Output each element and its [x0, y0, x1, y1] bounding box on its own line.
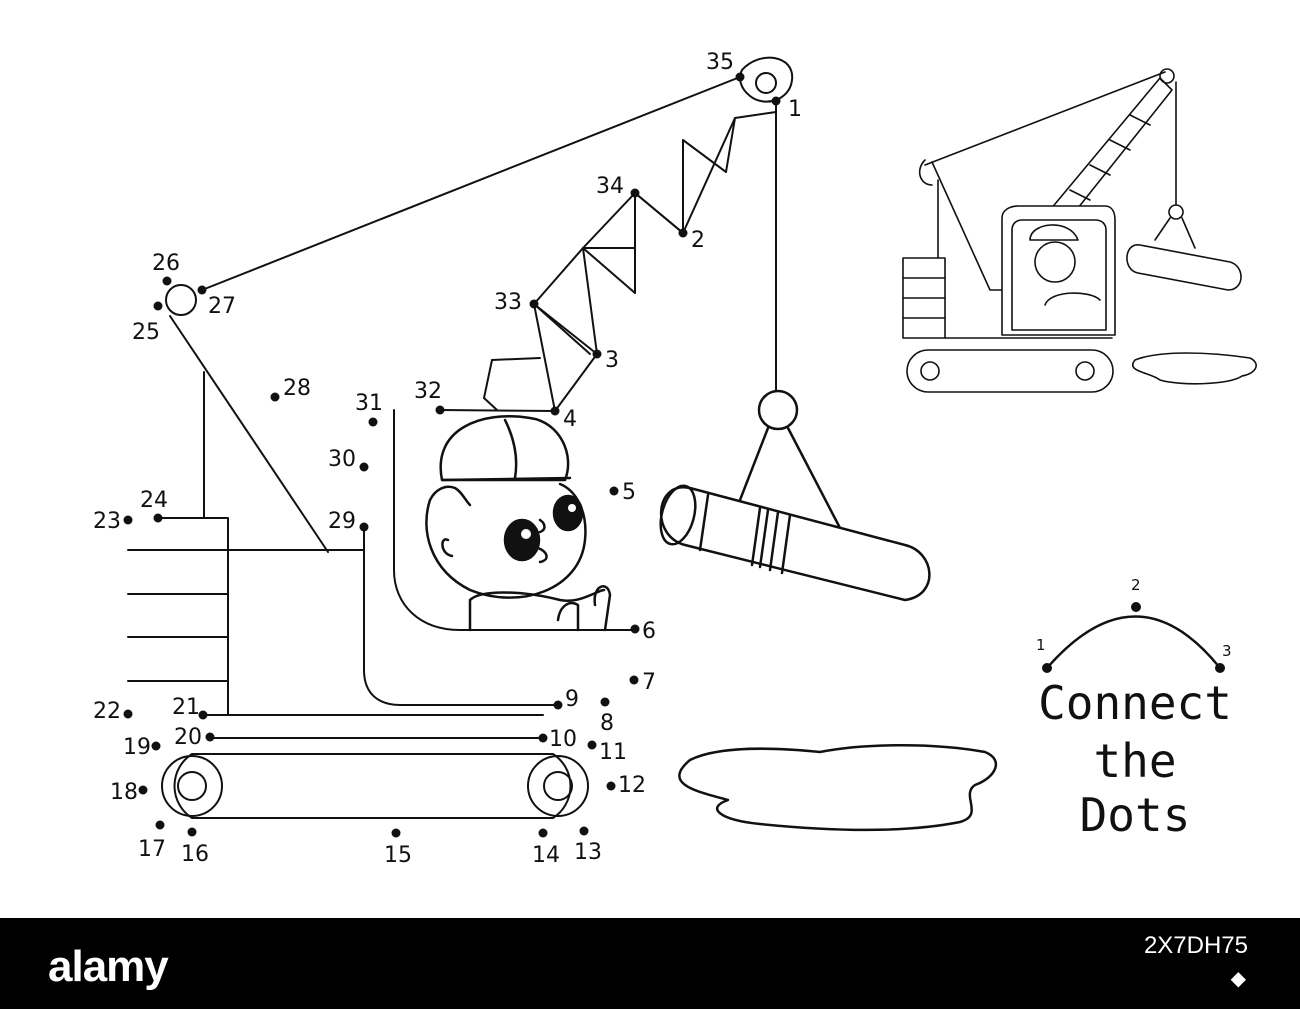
kid-operator-figure	[425, 415, 612, 632]
dot-2	[678, 228, 688, 238]
example-dot-3	[1215, 663, 1225, 673]
dot-label-8: 8	[600, 711, 614, 736]
log-on-hook	[659, 389, 931, 602]
title-connect: Connect	[1038, 676, 1232, 730]
dot-1	[771, 96, 781, 106]
dot-label-28: 28	[283, 376, 311, 401]
dot-label-12: 12	[618, 773, 646, 798]
puzzle-crane-outline	[127, 56, 794, 819]
dot-label-27: 27	[208, 294, 236, 319]
dot-label-9: 9	[565, 687, 579, 712]
dot-label-26: 26	[152, 251, 180, 276]
dot-25	[153, 301, 163, 311]
example-dot-1	[1042, 663, 1052, 673]
dot-label-5: 5	[622, 480, 636, 505]
dot-6	[630, 624, 640, 634]
dot-label-11: 11	[599, 740, 627, 765]
dot-34	[630, 188, 640, 198]
dot-12	[606, 781, 616, 791]
dot-label-33: 33	[494, 290, 522, 315]
title-dots: Dots	[1079, 788, 1191, 842]
dot-label-19: 19	[123, 735, 151, 760]
dot-label-25: 25	[132, 320, 160, 345]
dot-24	[153, 513, 163, 523]
dot-7	[629, 675, 639, 685]
dot-23	[123, 515, 133, 525]
dot-11	[587, 740, 597, 750]
dot-label-24: 24	[140, 488, 168, 513]
dot-label-6: 6	[642, 619, 656, 644]
dot-4	[550, 406, 560, 416]
example-dot-2	[1131, 602, 1141, 612]
dot-16	[187, 827, 197, 837]
dot-32	[435, 405, 445, 415]
dot-14	[538, 828, 548, 838]
dot-19	[151, 741, 161, 751]
dot-label-16: 16	[181, 842, 209, 867]
dot-30	[359, 462, 369, 472]
diamond-icon: ◆	[1230, 968, 1248, 990]
dot-3	[592, 349, 602, 359]
dot-17	[155, 820, 165, 830]
example-arc: 1 2 3	[1036, 576, 1232, 673]
dot-26	[162, 276, 172, 286]
dot-label-17: 17	[138, 837, 166, 862]
dot-27	[197, 285, 207, 295]
dot-label-21: 21	[172, 695, 200, 720]
dot-10	[538, 733, 548, 743]
dot-label-22: 22	[93, 699, 121, 724]
activity-illustration: 1 2 3 1234567891011121314151617181920212…	[93, 50, 1257, 868]
reference-crane-preview	[902, 68, 1257, 393]
dot-label-34: 34	[596, 174, 624, 199]
dot-29	[359, 522, 369, 532]
dot-label-2: 2	[691, 228, 705, 253]
stock-id: 2X7DH75	[1143, 932, 1248, 959]
dot-label-32: 32	[414, 379, 442, 404]
dot-8	[600, 697, 610, 707]
dot-5	[609, 486, 619, 496]
puddle	[678, 743, 998, 832]
example-label-1: 1	[1036, 636, 1046, 654]
dot-15	[391, 828, 401, 838]
dot-label-4: 4	[563, 407, 577, 432]
dot-22	[123, 709, 133, 719]
dot-label-30: 30	[328, 447, 356, 472]
dot-13	[579, 826, 589, 836]
title-the: the	[1093, 734, 1177, 788]
dot-label-15: 15	[384, 843, 412, 868]
dot-20	[205, 732, 215, 742]
dot-label-14: 14	[532, 843, 560, 868]
dot-label-20: 20	[174, 725, 202, 750]
dot-label-7: 7	[642, 670, 656, 695]
dot-28	[270, 392, 280, 402]
dot-label-35: 35	[706, 50, 734, 75]
example-label-2: 2	[1131, 576, 1141, 594]
example-label-3: 3	[1222, 642, 1232, 660]
dot-33	[529, 299, 539, 309]
dot-9	[553, 700, 563, 710]
brand-logo: alamy	[48, 942, 169, 991]
dot-35	[735, 72, 745, 82]
dot-label-31: 31	[355, 391, 383, 416]
dot-31	[368, 417, 378, 427]
dot-21	[198, 710, 208, 720]
dot-label-3: 3	[605, 348, 619, 373]
dot-label-18: 18	[110, 780, 138, 805]
dot-label-1: 1	[788, 97, 802, 122]
dot-label-13: 13	[574, 840, 602, 865]
dot-label-10: 10	[549, 727, 577, 752]
watermark-footer: alamy 2X7DH75 ◆	[0, 918, 1300, 1009]
dot-label-23: 23	[93, 509, 121, 534]
dot-label-29: 29	[328, 509, 356, 534]
dot-18	[138, 785, 148, 795]
